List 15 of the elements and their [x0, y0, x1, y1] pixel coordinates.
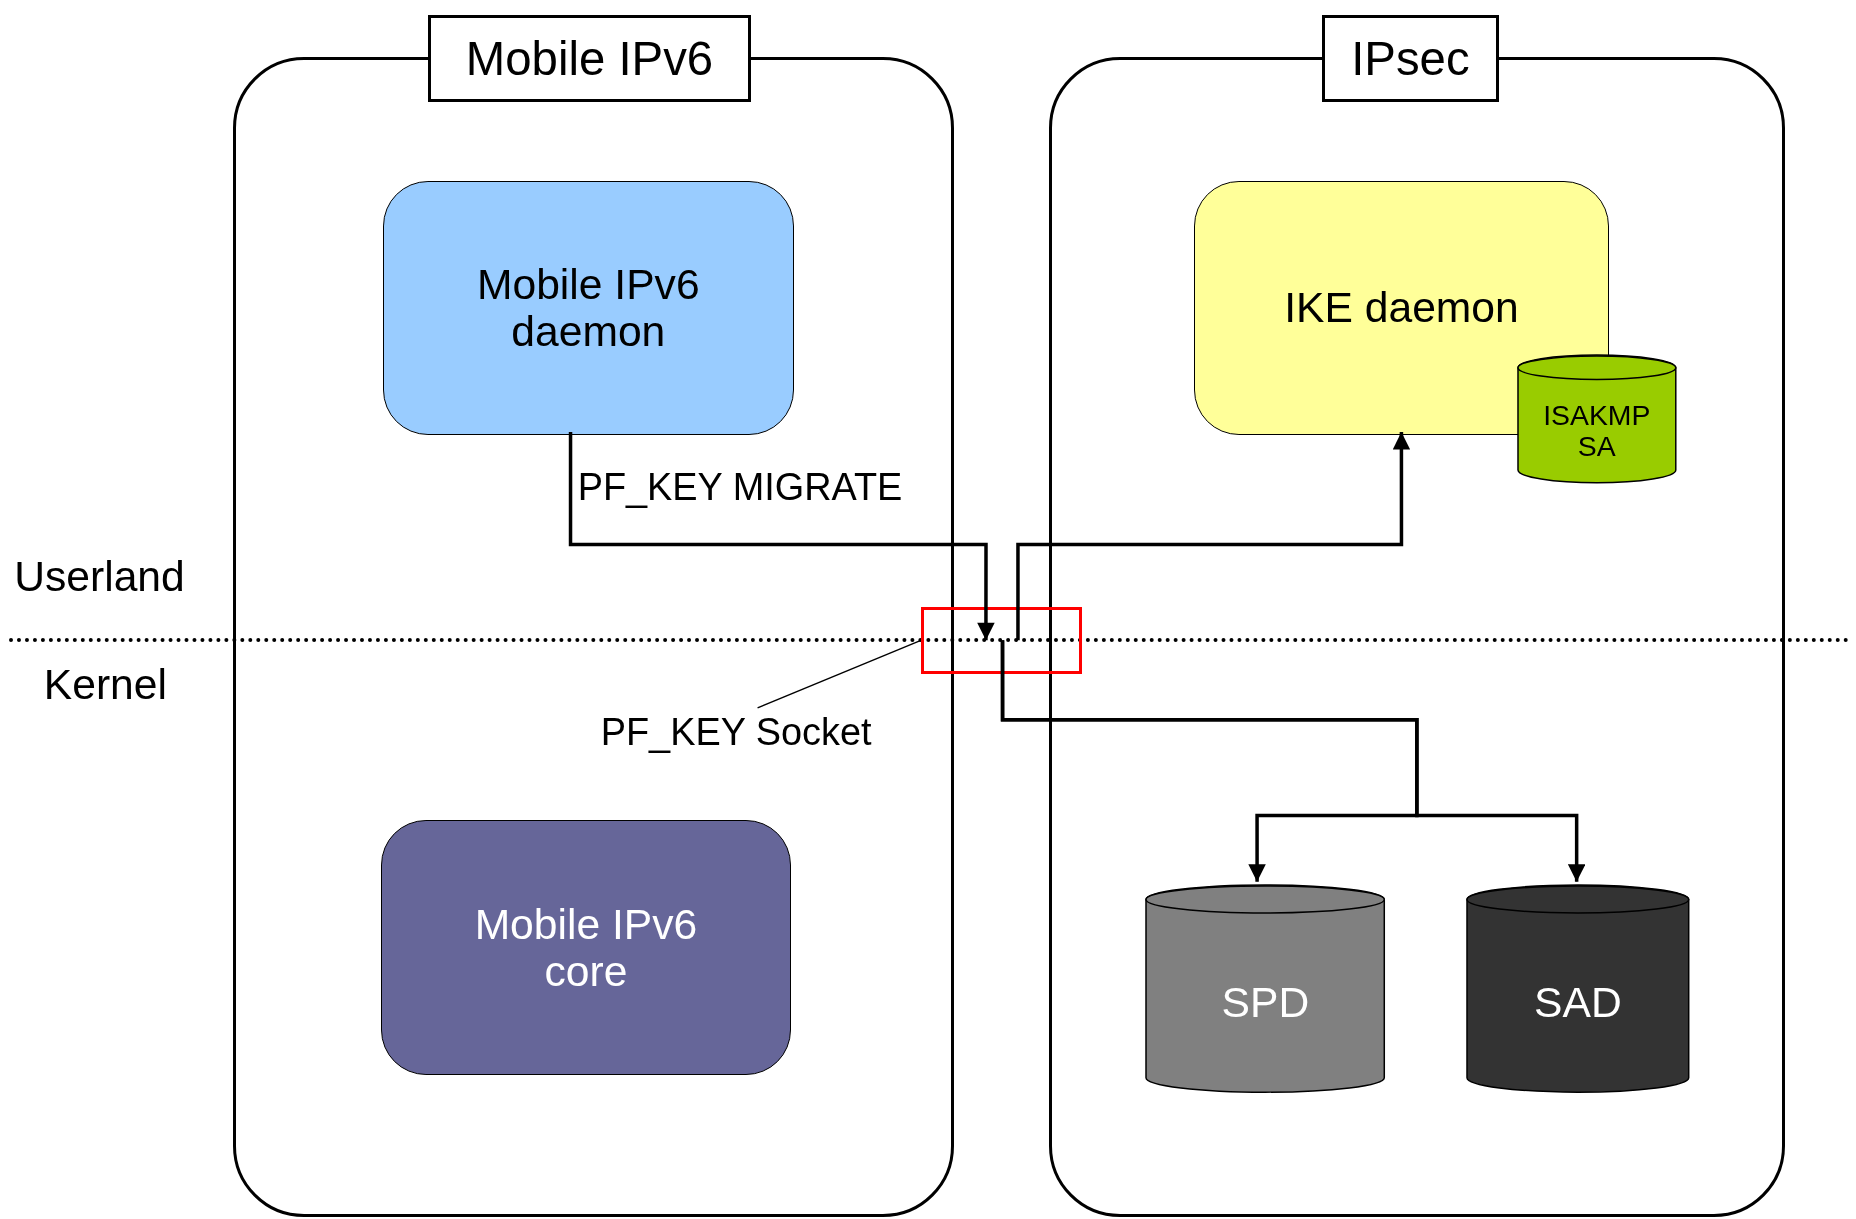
- arrow: [1016, 432, 1411, 641]
- database-cylinder: SPD: [1145, 884, 1386, 1092]
- callout-text: PF_KEY Socket: [600, 710, 872, 755]
- process-box: Mobile IPv6 core: [380, 819, 792, 1076]
- leader-line: [756, 639, 922, 709]
- process-box: Mobile IPv6 daemon: [382, 180, 794, 436]
- arrow: [568, 432, 995, 641]
- group-title: IPsec: [1321, 14, 1500, 103]
- database-cylinder: SAD: [1466, 884, 1690, 1092]
- layer-label: Userland: [14, 551, 185, 601]
- group-title: Mobile IPv6: [427, 14, 752, 103]
- arrow: [1000, 640, 1586, 882]
- layer-label: Kernel: [43, 660, 167, 710]
- database-cylinder: ISAKMP SA: [1516, 354, 1677, 483]
- socket-box: [920, 607, 1082, 674]
